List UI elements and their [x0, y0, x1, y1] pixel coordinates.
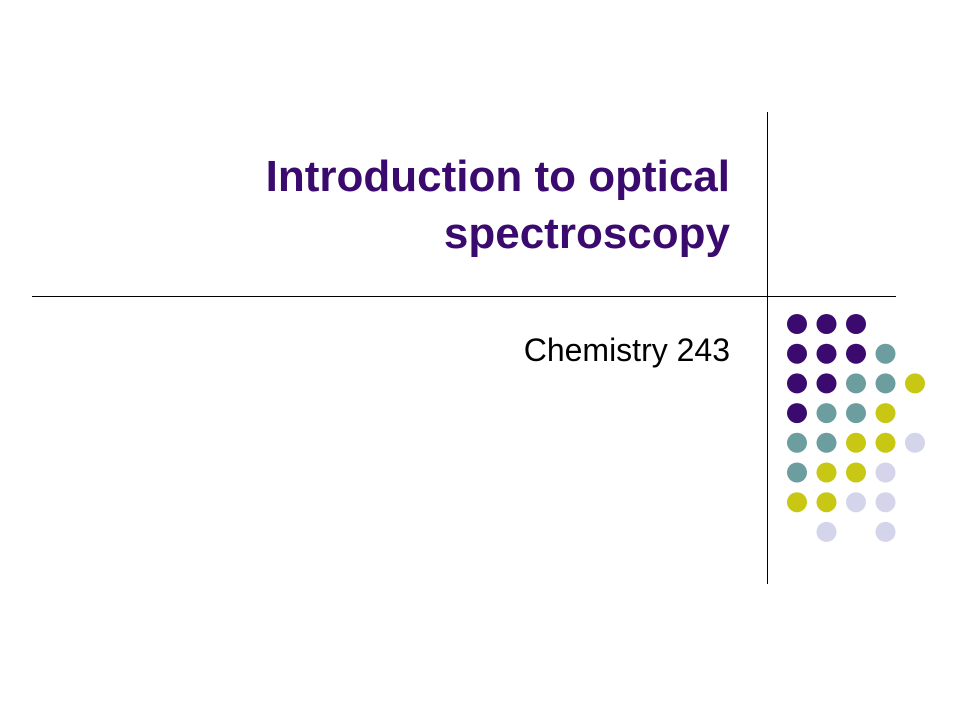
dot-lime [905, 373, 925, 394]
dot-lavender [875, 462, 896, 483]
dot-purple [816, 343, 837, 364]
dot-teal [846, 403, 866, 424]
dot-lavender [905, 432, 925, 453]
dot-teal [875, 373, 896, 394]
dot-lime [787, 492, 807, 513]
dot-purple [787, 403, 807, 424]
dot-lime [846, 462, 866, 483]
vertical-divider [767, 112, 768, 584]
dot-lime [875, 432, 896, 453]
slide-subtitle: Chemistry 243 [523, 332, 730, 368]
dot-lavender [816, 521, 837, 542]
dot-lime [816, 462, 837, 483]
dot-purple [787, 373, 807, 394]
slide-title: Introduction to optical spectroscopy [265, 152, 730, 258]
horizontal-divider [32, 296, 896, 297]
dot-purple [787, 314, 807, 334]
dot-lavender [875, 521, 896, 542]
dot-teal [846, 373, 866, 394]
dot-teal [787, 432, 807, 453]
dot-purple [816, 373, 837, 394]
dot-purple [846, 343, 866, 364]
dot-teal [816, 403, 837, 424]
dot-purple [846, 314, 866, 334]
dot-lime [816, 492, 837, 513]
dot-purple [816, 314, 837, 334]
dot-lime [846, 432, 866, 453]
dot-lavender [846, 492, 866, 513]
dot-teal [875, 343, 896, 364]
dot-teal [787, 462, 807, 483]
dot-purple [787, 343, 807, 364]
dot-lime [875, 403, 896, 424]
dot-lavender [875, 492, 896, 513]
dot-teal [816, 432, 837, 453]
